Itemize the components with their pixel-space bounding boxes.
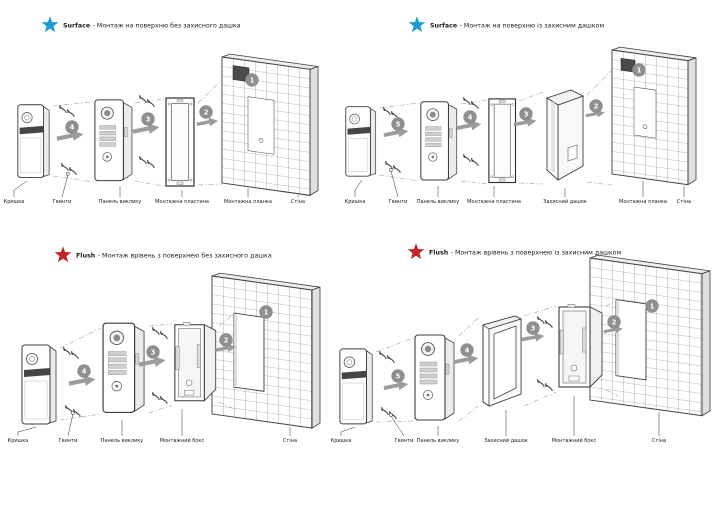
svg-text:1: 1 xyxy=(637,66,642,74)
quadrant-title: Flush- Монтаж врівень з поверхнею без за… xyxy=(76,252,272,260)
diagram-flush-hood: Flush- Монтаж врівень з поверхнею із зах… xyxy=(331,243,711,444)
svg-text:1: 1 xyxy=(650,302,655,310)
svg-text:4: 4 xyxy=(82,367,87,375)
step-marker: 3 xyxy=(146,345,160,359)
part-label: Панель виклику xyxy=(99,199,142,205)
cover-part xyxy=(345,106,377,177)
svg-text:2: 2 xyxy=(224,336,229,344)
svg-text:3: 3 xyxy=(151,348,156,356)
step-marker: 2 xyxy=(219,333,233,347)
step-marker: 4 xyxy=(463,110,477,124)
part-label: Кришка xyxy=(331,438,352,444)
call-panel-part xyxy=(102,322,145,413)
part-label: Гвинти xyxy=(53,199,72,205)
quadrant-title: Surface- Монтаж на поверхню без захисног… xyxy=(63,22,241,30)
call-panel-part xyxy=(414,334,455,421)
mounting-box-part xyxy=(558,303,603,388)
cover-part xyxy=(17,104,50,178)
quadrant-title: Surface- Монтаж на поверхню із захисним … xyxy=(430,22,604,30)
call-panel-part xyxy=(420,101,458,181)
part-label: Монтажний бокс xyxy=(552,437,597,444)
svg-text:1: 1 xyxy=(250,76,255,84)
projection-lines xyxy=(52,79,223,187)
part-label: Стіна xyxy=(291,199,305,205)
quadrant-title: Flush- Монтаж врівень з поверхнею із зах… xyxy=(429,249,622,257)
diagram-surface-hood: Surface- Монтаж на поверхню із захисним … xyxy=(345,16,697,205)
red-star-icon xyxy=(54,246,72,263)
step-marker: 4 xyxy=(65,120,79,134)
part-label: Панель виклику xyxy=(417,438,460,444)
step-marker: 4 xyxy=(460,343,474,357)
part-label: Гвинти xyxy=(59,438,78,444)
svg-text:2: 2 xyxy=(204,108,209,116)
blue-star-icon xyxy=(41,16,59,33)
svg-text:1: 1 xyxy=(264,308,269,316)
protective-hood-part xyxy=(546,89,584,181)
part-labels: Кришка Гвинти Панель виклику Монтажна пл… xyxy=(345,168,691,205)
part-label: Стіна xyxy=(677,199,691,205)
part-label: Стіна xyxy=(283,438,297,444)
step-marker: 1 xyxy=(259,305,273,319)
step-marker: 2 xyxy=(589,99,603,113)
part-label: Стіна xyxy=(652,438,666,444)
part-label: Панель виклику xyxy=(417,199,460,205)
part-label: Кришка xyxy=(345,199,366,205)
part-labels: Кришка Гвинти Панель виклику Монтажний б… xyxy=(8,409,297,444)
part-label: Захисний дашок xyxy=(484,437,528,444)
blue-star-icon xyxy=(408,16,426,33)
part-label: Кришка xyxy=(4,199,25,205)
step-marker: 1 xyxy=(632,63,646,77)
step-marker: 2 xyxy=(607,315,621,329)
step-marker: 3 xyxy=(141,112,155,126)
projection-lines xyxy=(59,311,237,421)
svg-text:2: 2 xyxy=(612,318,617,326)
step-marker: 4 xyxy=(77,364,91,378)
svg-text:2: 2 xyxy=(594,102,599,110)
part-labels: Кришка Гвинти Панель виклику Монтажна пл… xyxy=(4,172,305,205)
diagram-surface-plain: Surface- Монтаж на поверхню без захисног… xyxy=(4,16,319,205)
mounting-plate-part xyxy=(488,98,517,184)
wall-illustration xyxy=(221,53,319,197)
step-marker: 3 xyxy=(519,107,533,121)
part-label: Монтажна пластина xyxy=(467,199,521,205)
step-marker: 5 xyxy=(391,369,405,383)
step-marker: 1 xyxy=(645,299,659,313)
part-label: Монтажна планка xyxy=(619,199,667,205)
part-label: Монтажна пластина xyxy=(155,199,209,205)
svg-text:3: 3 xyxy=(146,115,151,123)
part-label: Панель виклику xyxy=(101,438,144,444)
projection-lines xyxy=(378,69,613,186)
svg-text:4: 4 xyxy=(465,346,470,354)
svg-text:5: 5 xyxy=(396,120,401,128)
part-labels: Кришка Гвинти Панель виклику Захисний да… xyxy=(331,396,666,444)
mounting-box-part xyxy=(174,321,217,402)
cover-part xyxy=(339,348,373,425)
part-label: Кришка xyxy=(8,438,29,444)
diagram-flush-plain: Flush- Монтаж врівень з поверхнею без за… xyxy=(8,246,321,444)
svg-text:4: 4 xyxy=(70,123,75,131)
part-label: Гвинти xyxy=(395,438,414,444)
svg-text:5: 5 xyxy=(396,372,401,380)
step-marker: 5 xyxy=(391,117,405,131)
part-label: Монтажний бокс xyxy=(160,437,205,444)
part-label: Захисний дашок xyxy=(543,198,587,205)
cover-part xyxy=(21,344,57,425)
step-marker: 3 xyxy=(526,321,540,335)
red-star-icon xyxy=(407,243,425,260)
svg-text:3: 3 xyxy=(531,324,536,332)
svg-text:4: 4 xyxy=(468,113,473,121)
wall-illustration xyxy=(611,46,697,186)
part-label: Монтажна планка xyxy=(224,199,272,205)
svg-text:3: 3 xyxy=(524,110,529,118)
step-marker: 1 xyxy=(245,73,259,87)
part-label: Гвинти xyxy=(389,199,408,205)
step-marker: 2 xyxy=(199,105,213,119)
call-panel-part xyxy=(94,99,133,182)
wall-illustration xyxy=(211,272,321,429)
wall-illustration xyxy=(589,254,711,417)
mounting-plate-part xyxy=(165,97,195,187)
protective-hood-part xyxy=(482,315,522,407)
